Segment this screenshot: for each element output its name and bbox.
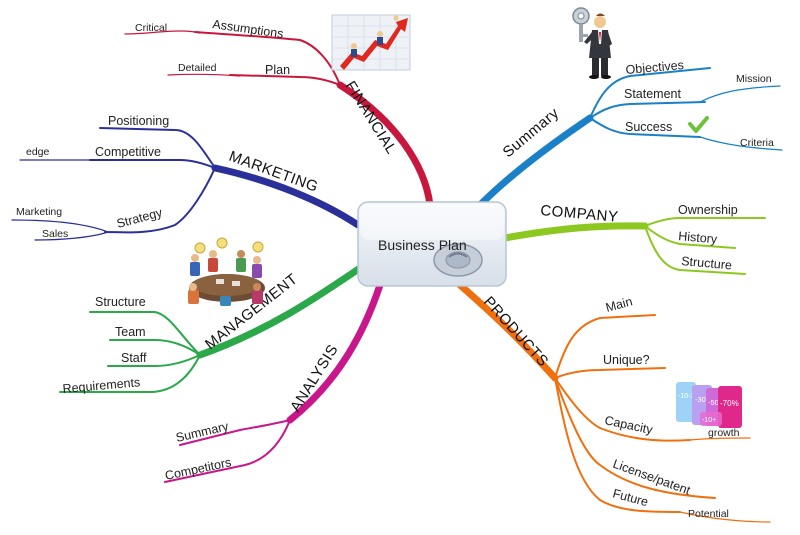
analysis-summary-line — [179, 419, 291, 446]
products-main-branch — [456, 281, 559, 382]
analysis-summary-label: Summary — [175, 419, 231, 445]
team-label: Team — [115, 325, 146, 339]
branch-marketing — [11, 127, 362, 241]
competitors-label: Competitors — [164, 455, 233, 483]
products-main-line — [554, 314, 656, 379]
marketing-positioning-line — [99, 127, 216, 169]
checkmark-icon — [688, 116, 709, 133]
management-structure-label: Structure — [95, 295, 146, 309]
summary-criteria-line — [699, 136, 783, 151]
assumptions-label: Assumptions — [212, 17, 285, 41]
sale-tag-1: -10-20 — [676, 382, 698, 422]
products-label: PRODUCTS — [480, 293, 552, 370]
critical-label: Critical — [135, 22, 167, 34]
marketing-sales-line — [34, 231, 109, 241]
objectives-label: Objectives — [625, 58, 684, 77]
management-requirements-line — [59, 354, 201, 393]
sale-tag-5: -10+ — [700, 412, 722, 426]
mission-label: Mission — [736, 73, 772, 85]
svg-text:-50: -50 — [708, 398, 719, 407]
svg-text:-30: -30 — [695, 395, 706, 404]
future-label: Future — [611, 486, 650, 509]
svg-text:-10+: -10+ — [702, 417, 716, 424]
management-team-line — [109, 339, 201, 356]
company-label: COMPANY — [540, 202, 619, 226]
svg-text:-10-20: -10-20 — [678, 393, 698, 400]
success-label: Success — [625, 120, 672, 134]
management-staff-line — [107, 354, 201, 367]
growth-chart-icon — [331, 14, 411, 71]
strategy-label: Strategy — [115, 205, 164, 231]
company-structure-label: Structure — [681, 254, 733, 272]
summary-objectives-line — [589, 67, 711, 119]
company-history-line — [644, 225, 736, 249]
summary-statement-line — [589, 101, 706, 119]
positioning-label: Positioning — [108, 114, 169, 128]
summary-main-branch — [476, 114, 594, 209]
company-ownership-line — [644, 217, 766, 227]
edge-label: edge — [26, 146, 50, 158]
marketing-marketing-line — [11, 219, 109, 233]
management-main-branch — [196, 264, 364, 359]
products-capacity-line — [554, 377, 691, 442]
ownership-label: Ownership — [678, 203, 738, 217]
branch-financial — [124, 30, 434, 209]
products-unique-line — [554, 367, 666, 379]
company-structure-line — [644, 225, 746, 275]
unique-label: Unique? — [603, 353, 650, 367]
history-label: History — [678, 229, 719, 246]
statement-label: Statement — [624, 87, 682, 101]
products-future-line — [554, 377, 681, 513]
management-structure-line — [89, 311, 201, 356]
growth-label: growth — [708, 427, 740, 439]
financial-detailed-line — [167, 73, 241, 77]
summary-success-line — [589, 117, 701, 138]
potential-label: Potential — [688, 508, 729, 520]
financial-plan-line — [229, 74, 341, 86]
branch-management — [59, 264, 364, 393]
plan-label: Plan — [265, 63, 290, 77]
branch-analysis — [164, 281, 384, 483]
center-node[interactable]: Business Plan — [357, 201, 507, 287]
branch-company — [501, 217, 766, 275]
svg-text:-70%: -70% — [720, 399, 739, 408]
products-growth-line — [689, 437, 751, 441]
detailed-label: Detailed — [178, 62, 217, 74]
marketing-competitive-line — [89, 159, 216, 169]
products-main-label: Main — [604, 294, 634, 315]
financial-critical-line — [124, 30, 201, 35]
criteria-label: Criteria — [740, 137, 774, 149]
analysis-competitors-line — [164, 419, 291, 483]
products-potential-line — [679, 511, 771, 523]
analysis-main-branch — [286, 281, 384, 424]
company-main-branch — [501, 222, 649, 242]
requirements-label: Requirements — [62, 375, 141, 396]
globe-icon — [433, 243, 483, 277]
branch-products — [456, 281, 771, 523]
businessman-key-icon — [572, 7, 612, 79]
capacity-label: Capacity — [603, 413, 654, 437]
center-title: Business Plan — [378, 237, 467, 253]
financial-main-branch — [336, 81, 434, 209]
sale-tags-icon: -10-20 -30 -50 -70% -10+ — [676, 382, 742, 428]
financial-assumptions-line — [194, 31, 341, 86]
marketing-main-branch — [211, 164, 362, 229]
financial-label: FINANCIAL — [342, 78, 400, 157]
branch-summary — [476, 67, 783, 209]
marketing-sub-label: Marketing — [16, 206, 62, 218]
competitive-label: Competitive — [95, 145, 161, 159]
sale-tag-4: -70% — [718, 386, 742, 428]
sales-label: Sales — [42, 228, 68, 240]
summary-label: Summary — [500, 105, 563, 162]
meeting-icon — [188, 237, 265, 306]
marketing-strategy-line — [104, 167, 216, 234]
summary-mission-line — [699, 85, 781, 103]
staff-label: Staff — [121, 351, 147, 365]
products-license-line — [554, 377, 716, 499]
